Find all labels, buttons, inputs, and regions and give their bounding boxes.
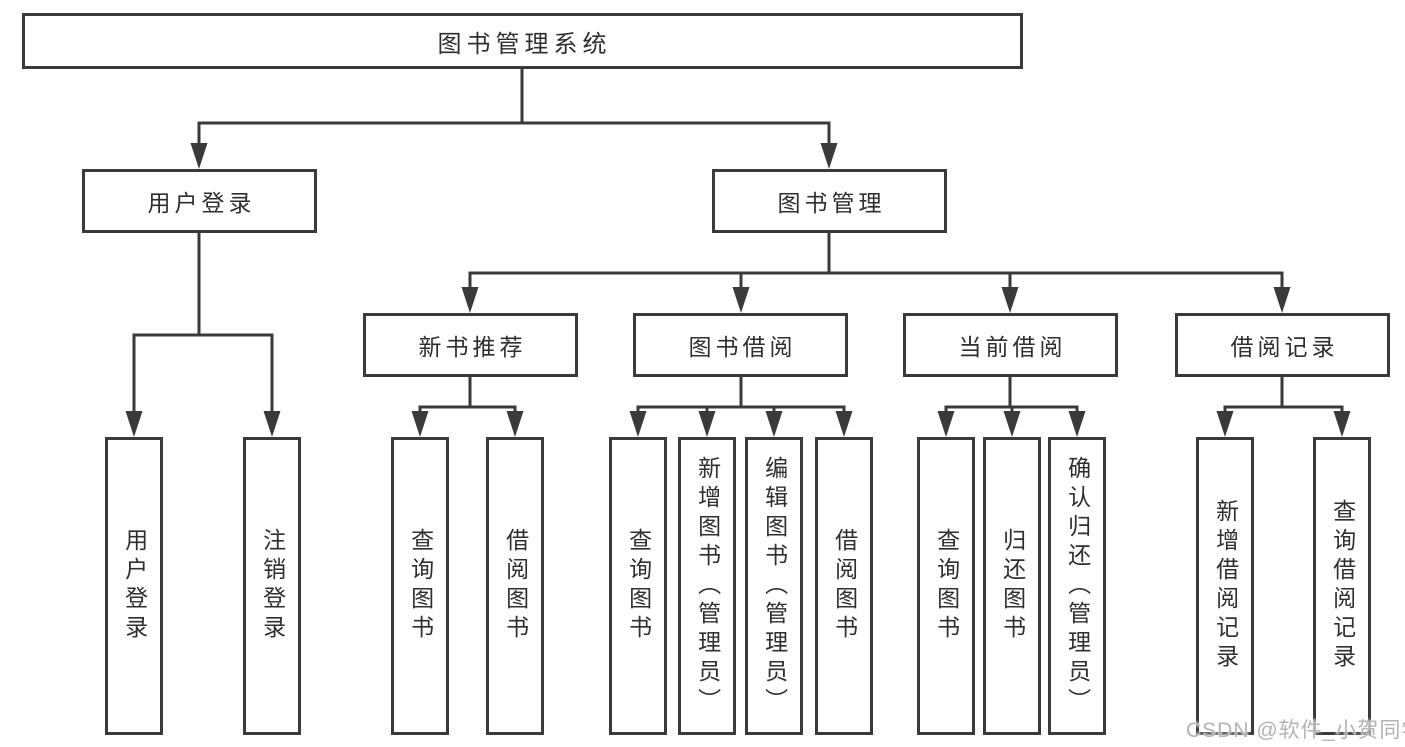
- arrowhead-icons: [125, 143, 1351, 437]
- node-label: 新增图书（管理员）: [694, 455, 721, 717]
- node-label: 查询图书: [625, 528, 652, 644]
- leaf-add-book-admin: 新增图书（管理员）: [678, 437, 736, 735]
- node-label: 新书推荐: [418, 334, 527, 360]
- node-label: 用户登录: [121, 528, 148, 644]
- leaf-add-borrow-record: 新增借阅记录: [1196, 437, 1254, 735]
- leaf-borrow-books-recommend: 借阅图书: [486, 437, 544, 735]
- leaf-query-borrow-record: 查询借阅记录: [1313, 437, 1371, 735]
- node-label: 图书管理: [777, 190, 886, 216]
- leaf-logout: 注销登录: [243, 437, 301, 735]
- leaf-borrow-books-borrowing: 借阅图书: [815, 437, 873, 735]
- node-label: 确认归还（管理员）: [1064, 455, 1091, 717]
- node-label: 查询图书: [407, 528, 434, 644]
- node-label: 注销登录: [259, 528, 286, 644]
- connector-stems: [132, 67, 1344, 415]
- leaf-return-books: 归还图书: [983, 437, 1041, 735]
- node-book-management: 图书管理: [712, 169, 947, 233]
- node-label: 编辑图书（管理员）: [761, 455, 788, 717]
- leaf-query-books-borrowing: 查询图书: [609, 437, 667, 735]
- node-library-management-system: 图书管理系统: [22, 13, 1023, 69]
- leaf-query-books-current: 查询图书: [917, 437, 975, 735]
- node-label: 查询借阅记录: [1329, 499, 1356, 673]
- node-label: 图书借阅: [688, 334, 797, 360]
- csdn-watermark: CSDN @软件_小贺同学: [1186, 719, 1405, 742]
- leaf-edit-book-admin: 编辑图书（管理员）: [745, 437, 803, 735]
- node-label: 当前借阅: [958, 334, 1067, 360]
- node-label: 借阅记录: [1230, 334, 1339, 360]
- node-label: 图书管理系统: [437, 30, 612, 58]
- node-new-book-recommendation: 新书推荐: [363, 313, 578, 377]
- node-label: 用户登录: [147, 190, 256, 216]
- node-label: 新增借阅记录: [1212, 499, 1239, 673]
- leaf-user-login: 用户登录: [105, 437, 163, 735]
- node-current-borrowing: 当前借阅: [903, 313, 1118, 377]
- node-label: 借阅图书: [502, 528, 529, 644]
- leaf-query-books-recommend: 查询图书: [391, 437, 449, 735]
- node-label: 归还图书: [999, 528, 1026, 644]
- node-user-login: 用户登录: [82, 169, 317, 233]
- node-book-borrowing: 图书借阅: [633, 313, 848, 377]
- node-borrowing-records: 借阅记录: [1175, 313, 1390, 377]
- leaf-confirm-return-admin: 确认归还（管理员）: [1048, 437, 1106, 735]
- node-label: 查询图书: [933, 528, 960, 644]
- node-label: 借阅图书: [831, 528, 858, 644]
